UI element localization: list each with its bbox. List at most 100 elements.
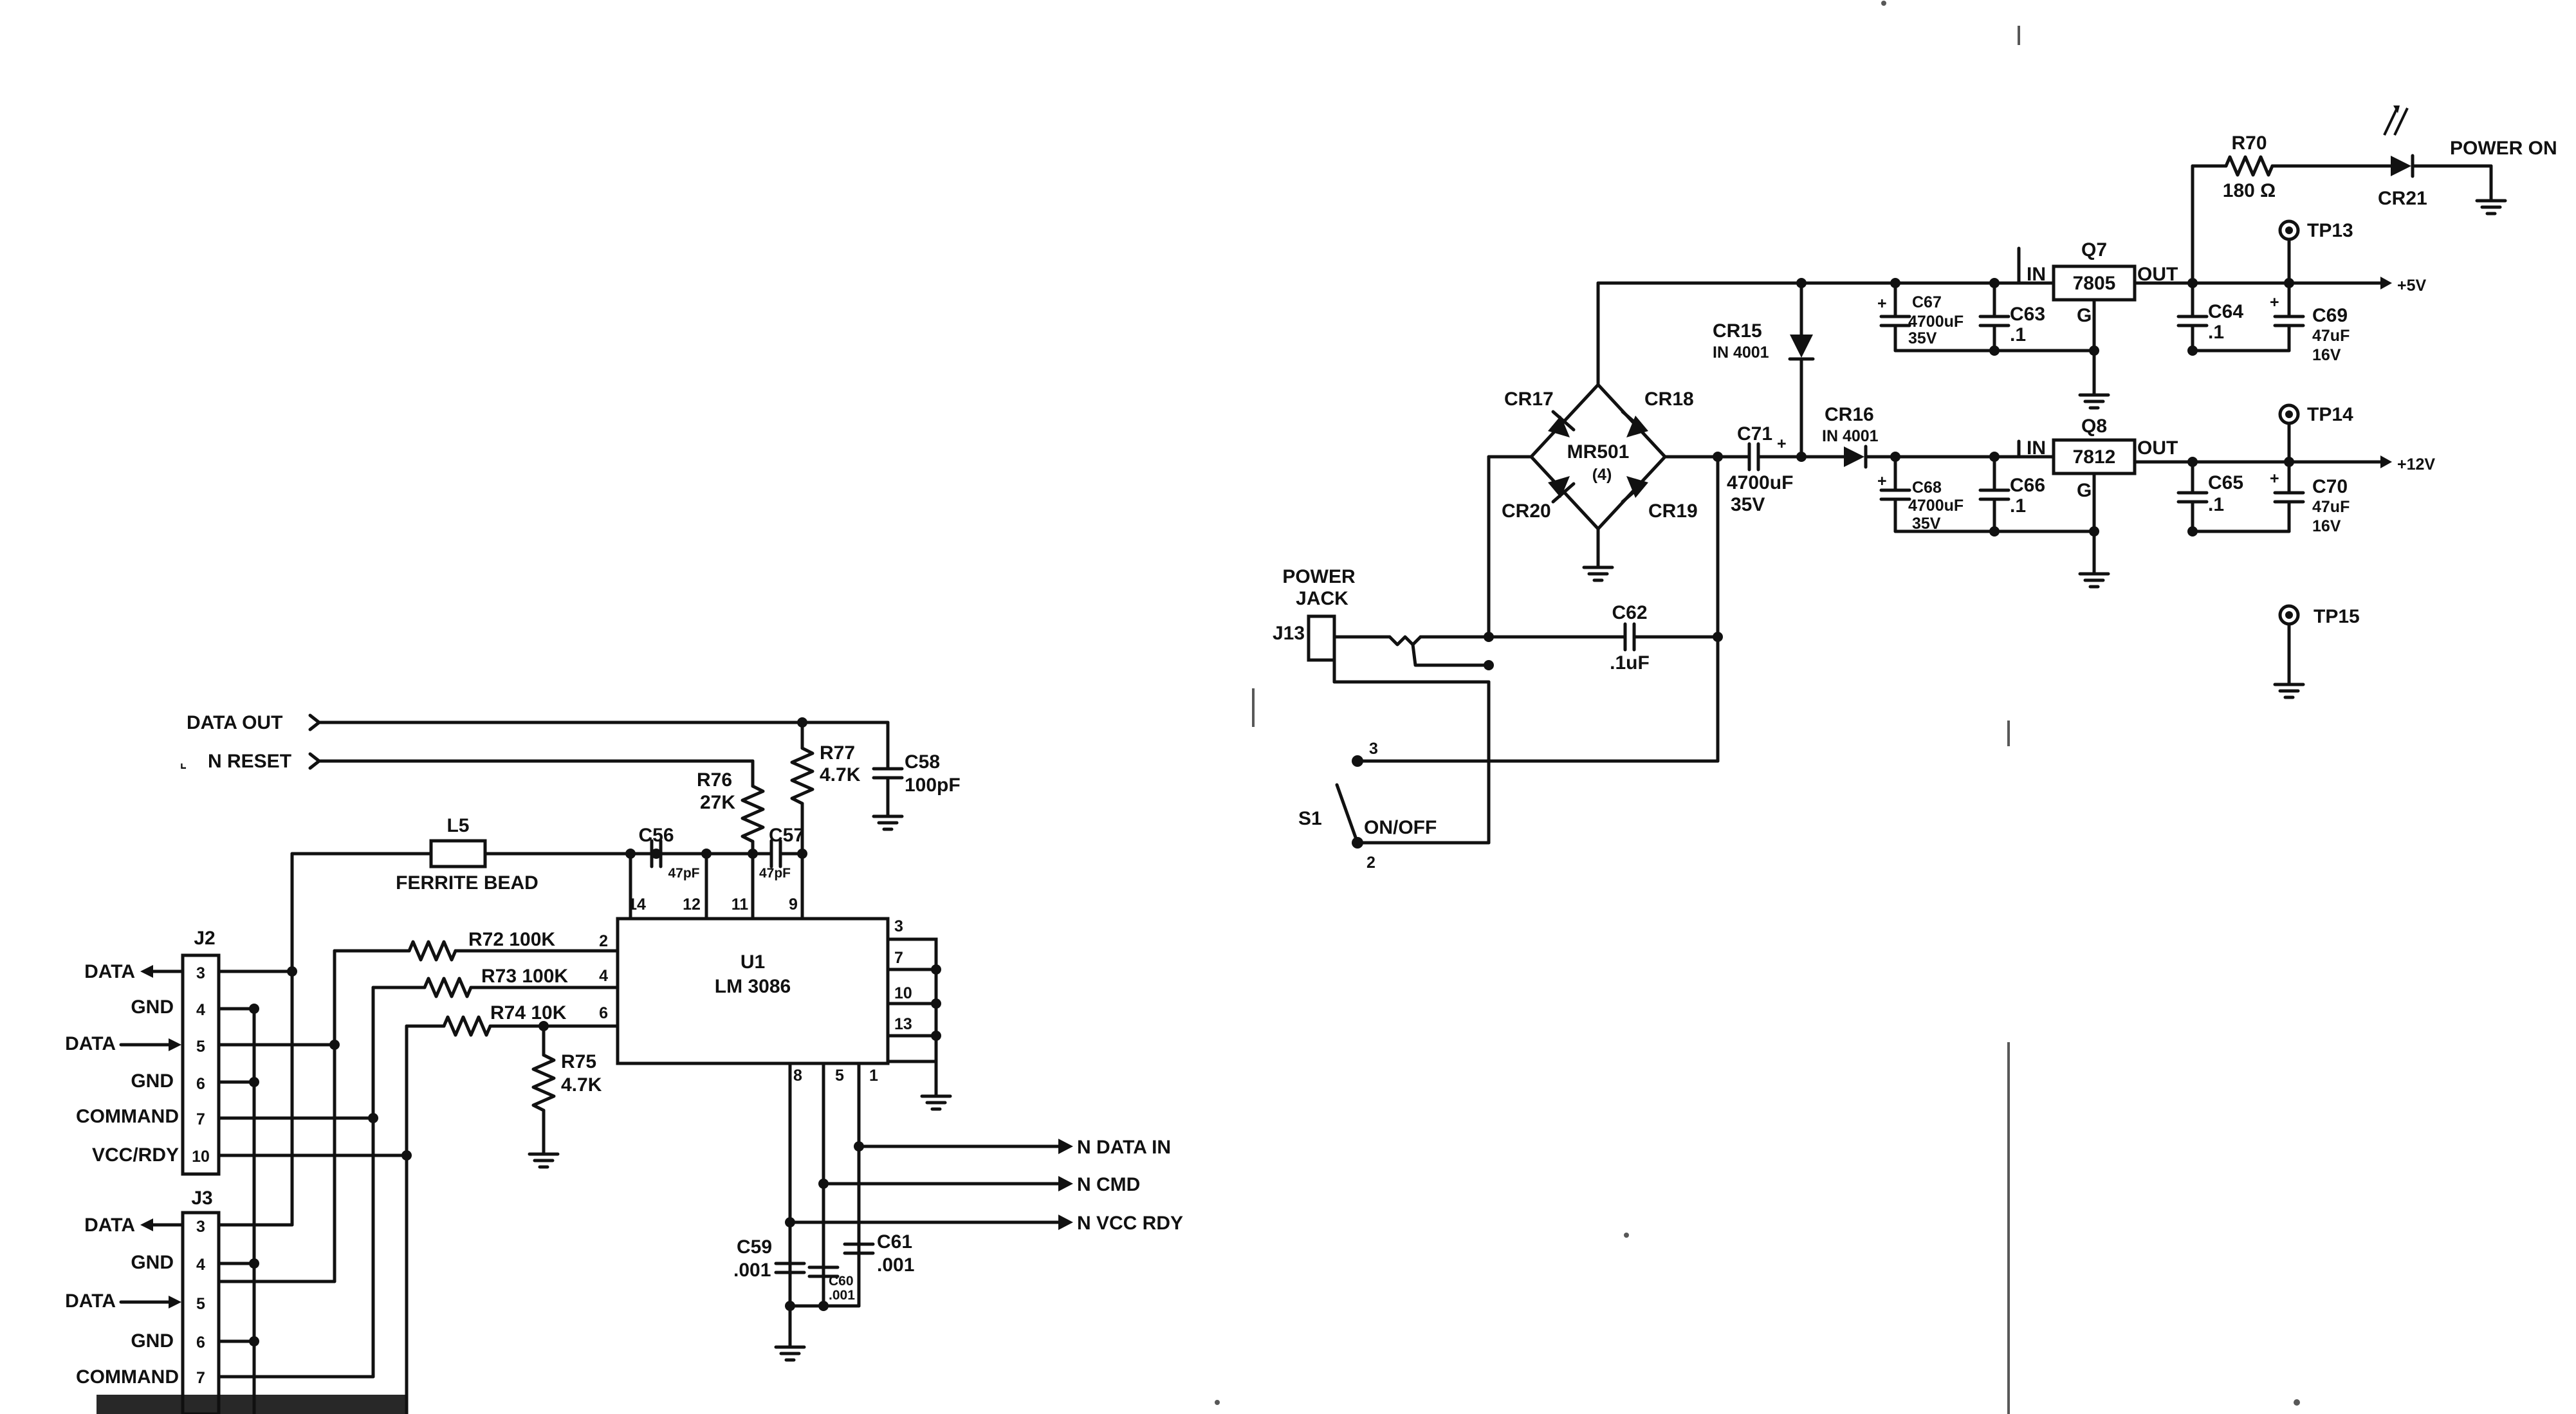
svg-text:GND: GND xyxy=(131,1252,174,1273)
svg-text:11: 11 xyxy=(731,895,749,914)
svg-text:16V: 16V xyxy=(2312,517,2341,535)
svg-text:7: 7 xyxy=(196,1369,205,1387)
svg-text:.1: .1 xyxy=(2208,322,2224,343)
svg-text:7812: 7812 xyxy=(2073,446,2116,468)
svg-text:.001: .001 xyxy=(877,1254,914,1276)
n-reset-label: N RESET xyxy=(208,751,291,772)
svg-text:14: 14 xyxy=(628,895,646,914)
svg-text:GND: GND xyxy=(131,996,174,1018)
svg-text:J13: J13 xyxy=(1273,623,1305,644)
svg-text:16V: 16V xyxy=(2312,346,2341,364)
scan-artifacts xyxy=(1215,1,2300,1414)
capacitor-c68: + C68 4700uF 35V xyxy=(1877,455,1964,533)
capacitor-c64: C64 .1 xyxy=(2178,281,2243,356)
svg-text:CR21: CR21 xyxy=(2378,188,2427,209)
svg-text:35V: 35V xyxy=(1912,515,1941,533)
svg-text:R70: R70 xyxy=(2231,133,2267,154)
svg-text:+: + xyxy=(1877,295,1887,313)
capacitor-c58: C58 100pF xyxy=(874,721,961,829)
svg-text:4: 4 xyxy=(196,1001,205,1019)
switch-s1: 3 2 S1 ON/OFF xyxy=(1298,740,1720,872)
svg-text:LM 3086: LM 3086 xyxy=(715,976,791,997)
svg-text:CR17: CR17 xyxy=(1504,389,1554,410)
svg-text:4700uF: 4700uF xyxy=(1908,313,1964,331)
svg-text:CR18: CR18 xyxy=(1644,389,1694,410)
svg-text:R74 10K: R74 10K xyxy=(490,1002,567,1024)
svg-text:G: G xyxy=(2077,305,2092,326)
svg-text:.001: .001 xyxy=(733,1260,771,1281)
svg-text:3: 3 xyxy=(894,917,903,935)
capacitor-c65: C65 .1 xyxy=(2178,460,2243,537)
n-cmd-signal: N CMD xyxy=(822,1174,1140,1195)
connector-j3: J3 DATA 3 GND 4 DATA 5 xyxy=(65,1188,405,1414)
svg-text:5: 5 xyxy=(835,1067,844,1085)
svg-text:4: 4 xyxy=(196,1256,205,1274)
svg-text:C60: C60 xyxy=(829,1274,854,1289)
capacitor-c62: C62 .1uF xyxy=(1484,602,1723,674)
svg-text:+12V: +12V xyxy=(2397,455,2435,473)
svg-text:5: 5 xyxy=(196,1295,205,1313)
svg-text:TP13: TP13 xyxy=(2307,220,2353,241)
j3-pin-row: DATA 5 xyxy=(65,1280,336,1313)
svg-text:3: 3 xyxy=(1369,740,1378,758)
svg-text:N CMD: N CMD xyxy=(1077,1174,1140,1195)
svg-text:R75: R75 xyxy=(561,1051,596,1072)
svg-text:47pF: 47pF xyxy=(759,866,791,881)
j3-pin-row: GND 6 xyxy=(131,1330,259,1352)
svg-text:JACK: JACK xyxy=(1296,588,1348,609)
capacitor-c69: + C69 47uF 16V xyxy=(2270,281,2350,364)
svg-text:VCC/RDY: VCC/RDY xyxy=(92,1144,179,1166)
capacitor-c67: + C67 4700uF 35V xyxy=(1877,281,1964,353)
svg-text:C66: C66 xyxy=(2010,475,2045,496)
rail-5v-input xyxy=(1596,278,2017,288)
svg-text:6: 6 xyxy=(196,1075,205,1093)
inductor-l5: L5 FERRITE BEAD xyxy=(287,815,632,1227)
capacitor-c60: C60 .001 xyxy=(809,1220,855,1308)
svg-text:+: + xyxy=(1777,435,1787,453)
svg-text:CR15: CR15 xyxy=(1713,320,1762,342)
svg-text:(4): (4) xyxy=(1592,466,1612,484)
svg-text:IN 4001: IN 4001 xyxy=(1822,427,1879,445)
capacitor-c56: C56 47pF xyxy=(629,825,712,881)
testpoint-tp15: TP15 xyxy=(2275,606,2360,697)
svg-text:9: 9 xyxy=(789,895,798,914)
resistor-r74: R74 10K xyxy=(401,1002,620,1414)
svg-text:R77: R77 xyxy=(820,742,855,764)
ic-u1: U1 LM 3086 14 12 11 9 2 4 6 3 7 10 13 8 … xyxy=(599,895,912,1085)
svg-text:.1: .1 xyxy=(2010,495,2026,517)
svg-text:C61: C61 xyxy=(877,1231,912,1253)
svg-text:100pF: 100pF xyxy=(905,775,961,796)
power-jack-j13: POWER JACK J13 xyxy=(1273,566,1494,845)
svg-text:.1: .1 xyxy=(2010,324,2026,345)
svg-text:R72 100K: R72 100K xyxy=(468,929,555,950)
svg-text:N VCC RDY: N VCC RDY xyxy=(1077,1213,1183,1234)
svg-text:N DATA IN: N DATA IN xyxy=(1077,1137,1171,1158)
svg-text:180 Ω: 180 Ω xyxy=(2223,180,2276,201)
svg-text:3: 3 xyxy=(196,1218,205,1236)
svg-text:C68: C68 xyxy=(1912,479,1942,497)
rail-12v-output: +12V xyxy=(2133,455,2435,473)
svg-text:G: G xyxy=(2077,480,2092,501)
data-out-signal: DATA OUT xyxy=(187,712,890,733)
testpoint-tp13: TP13 xyxy=(2280,220,2353,285)
capacitor-c71: C71 + 4700uF 35V xyxy=(1716,423,1807,515)
svg-text:35V: 35V xyxy=(1731,494,1765,515)
svg-text:10: 10 xyxy=(192,1148,210,1166)
svg-text:27K: 27K xyxy=(700,792,735,813)
svg-text:DATA: DATA xyxy=(65,1290,116,1312)
svg-text:J3: J3 xyxy=(191,1188,212,1209)
capacitor-c63: C63 .1 xyxy=(1980,281,2045,356)
n-vcc-rdy-signal: N VCC RDY xyxy=(788,1213,1183,1234)
svg-text:TP14: TP14 xyxy=(2307,404,2353,425)
interface-circuit: DATA OUT ⌞ N RESET C58 100pF R xyxy=(65,712,1183,1414)
svg-text:U1: U1 xyxy=(741,951,765,973)
svg-text:DATA: DATA xyxy=(84,1215,135,1236)
j2-pin-row: VCC/RDY 10 xyxy=(92,1144,409,1166)
svg-text:+5V: +5V xyxy=(2397,277,2427,295)
svg-text:+: + xyxy=(2270,470,2279,488)
svg-text:7: 7 xyxy=(196,1110,205,1128)
regulator-q7: 7805 Q7 IN OUT G xyxy=(2013,239,2178,408)
svg-text:35V: 35V xyxy=(1908,329,1937,347)
svg-text:.1uF: .1uF xyxy=(1610,652,1650,674)
